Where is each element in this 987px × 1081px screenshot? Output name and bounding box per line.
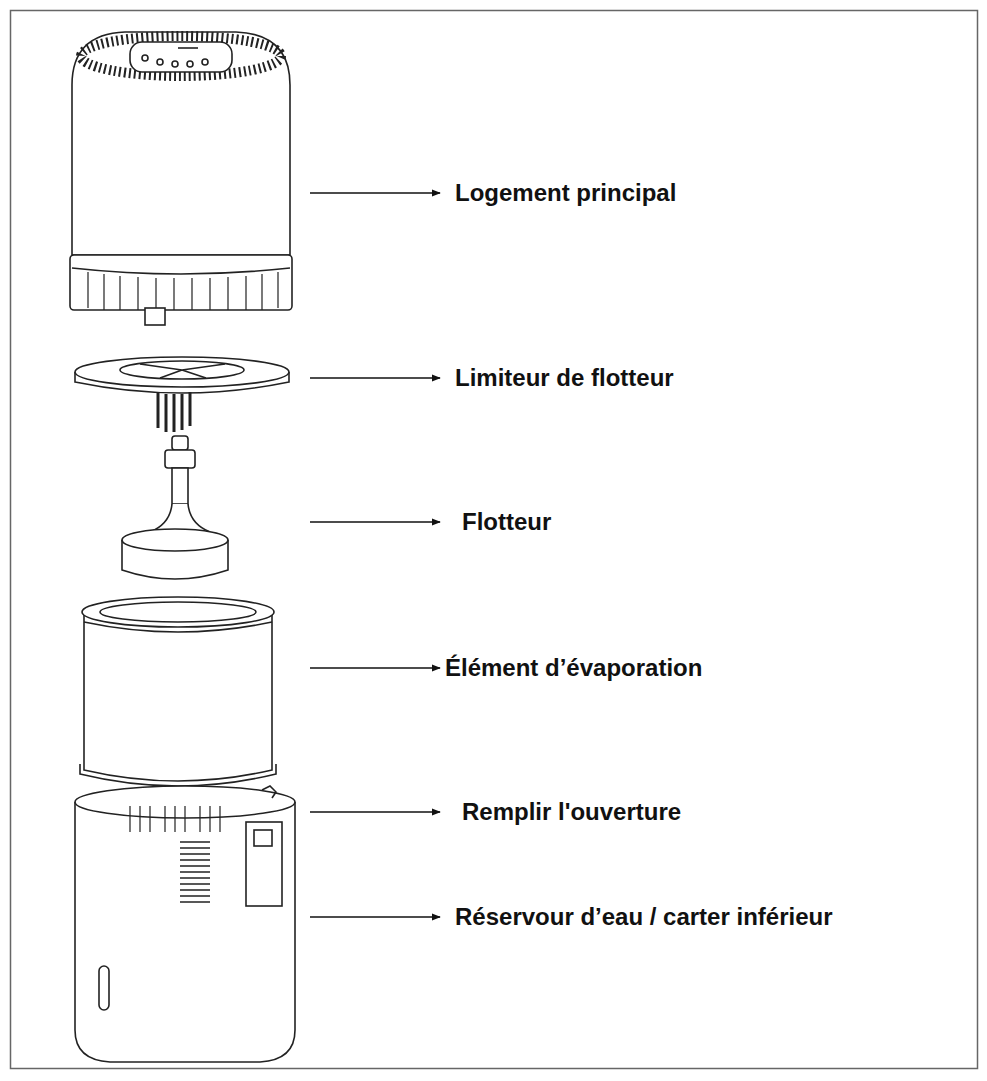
water-reservoir	[75, 786, 295, 1062]
float	[122, 436, 228, 579]
part-label: Remplir l'ouverture	[462, 798, 681, 826]
part-label: Flotteur	[462, 508, 551, 536]
leader-arrows	[310, 193, 440, 917]
part-label: Réservour d’eau / carter inférieur	[455, 903, 832, 931]
part-label: Logement principal	[455, 179, 676, 207]
part-label: Élément d’évaporation	[445, 654, 702, 682]
evaporation-element	[80, 597, 276, 786]
frame	[11, 11, 978, 1069]
part-label: Limiteur de flotteur	[455, 364, 674, 392]
float-limiter	[75, 357, 289, 432]
main-housing	[70, 32, 292, 325]
